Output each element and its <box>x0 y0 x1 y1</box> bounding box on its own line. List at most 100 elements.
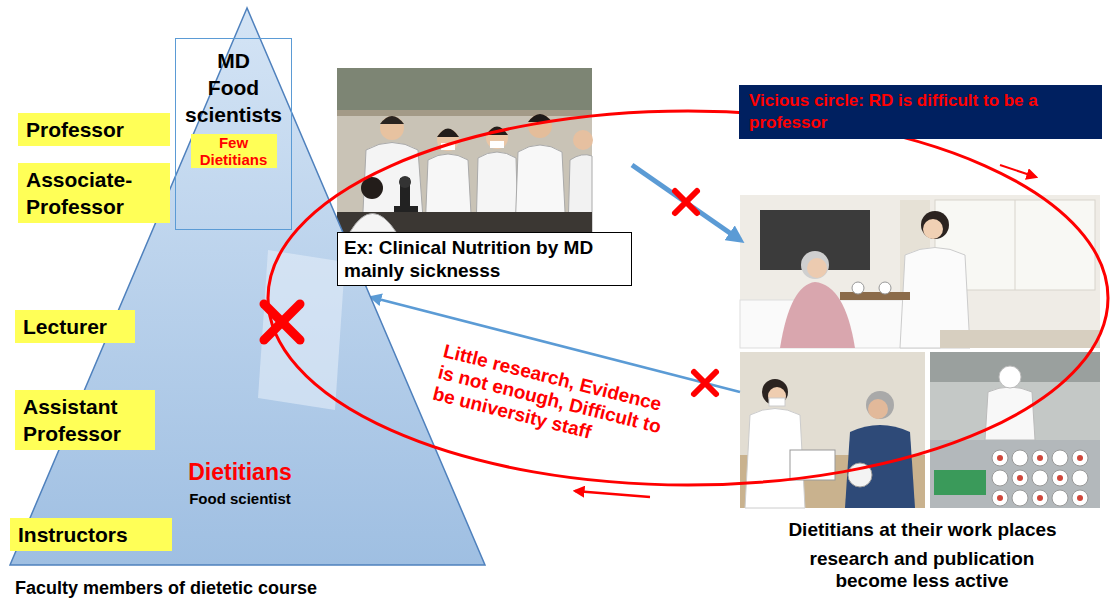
kitchen-photo-part-part <box>1072 450 1088 466</box>
pyramid-shape: DietitiansFood scientistFaculty members … <box>10 8 485 565</box>
kitchen-photo-part-part <box>1077 455 1083 461</box>
kitchen-photo-part-part <box>1072 470 1088 486</box>
node-text: Faculty members of dietetic course <box>15 578 475 598</box>
rank-label: Associate-Professor <box>18 163 170 223</box>
pyramid-outline-part-part <box>264 304 300 340</box>
edge-label: Little research, Evidence is not enough,… <box>430 340 669 460</box>
counselling-photo-part <box>866 391 894 419</box>
kitchen-photo-part-part <box>1012 470 1028 486</box>
kitchen-photo-part-part <box>1052 470 1068 486</box>
kitchen-photo-part-part <box>1037 455 1043 461</box>
students-photo-part <box>337 110 592 116</box>
photo-space <box>337 68 632 232</box>
node-text: Vicious circle: RD is difficult to be a … <box>749 90 1092 134</box>
pyramid-outline-part-part-part <box>264 304 300 340</box>
pyramid-outline-part-part-part <box>675 191 697 213</box>
students-photo-part <box>380 116 404 140</box>
kitchen-photo-part-part <box>1072 490 1088 506</box>
rank-label: Lecturer <box>15 310 135 343</box>
bedside-photo <box>740 195 1100 348</box>
counselling-photo <box>740 352 925 508</box>
text-slot: Dietitians at their work places <box>740 518 1105 541</box>
photo-group: Dietitians at their work places research … <box>740 195 1105 600</box>
bedside-photo-part <box>1015 200 1016 290</box>
students-photo-part <box>380 116 404 124</box>
counselling-photo-part <box>768 387 786 405</box>
kitchen-photo-part-part <box>997 495 1003 501</box>
kitchen-photo-part-part <box>1032 470 1048 486</box>
kitchen-photo-part-part <box>1012 450 1028 466</box>
pyramid-outline-part-part <box>694 372 716 394</box>
students-photo-part <box>337 68 592 232</box>
pyramid-outline-part <box>10 8 1108 565</box>
students-photo-part <box>399 176 411 188</box>
counselling-photo-part <box>868 399 888 419</box>
students-photo-part <box>490 141 504 148</box>
bedside-photo-part <box>852 282 864 294</box>
node-text: Dietitians <box>165 458 315 486</box>
node-text: Few Dietitians <box>191 134 277 168</box>
students-photo-part <box>350 214 396 233</box>
text-slot: Dietitians <box>165 458 315 486</box>
kitchen-photo-part-part <box>1032 490 1048 506</box>
edge-label-slot: Little research, Evidence is not enough,… <box>430 340 669 460</box>
kitchen-photo-part-part <box>1017 475 1023 481</box>
node-text: research and publication become less act… <box>782 548 1062 592</box>
bedside-photo-part <box>780 282 855 348</box>
kitchen-photo-part-part <box>1012 490 1028 506</box>
students-photo-part <box>528 114 552 138</box>
node-text: Ex: Clinical Nutrition by MD mainly sick… <box>344 236 625 282</box>
counselling-photo-part <box>769 398 785 406</box>
kitchen-photo <box>930 352 1100 508</box>
kitchen-photo-part <box>930 440 1100 508</box>
node-text: Dietitians at their work places <box>740 518 1105 541</box>
bedside-photo-part <box>840 292 910 300</box>
node-text: Lecturer <box>23 313 127 340</box>
node-text: Food scientist <box>165 490 315 508</box>
kitchen-photo-part <box>997 455 1083 501</box>
students-photo-part <box>337 68 592 110</box>
students-photo-part <box>573 130 593 150</box>
kitchen-photo-part <box>999 366 1021 388</box>
pyramid-outline-part-part-part <box>675 191 697 213</box>
students-photo-part <box>394 206 418 212</box>
text-slot: research and publication become less act… <box>782 548 1062 592</box>
kitchen-photo-part-part <box>992 490 1008 506</box>
pyramid-outline-part-part-part <box>264 304 300 340</box>
kitchen-photo-part <box>985 387 1035 440</box>
photo-caption: Ex: Clinical Nutrition by MD mainly sick… <box>337 68 632 286</box>
bedside-photo-part <box>740 195 1100 348</box>
text-slot: Food scientist <box>165 490 315 508</box>
kitchen-photo-part-part <box>1037 495 1043 501</box>
pyramid-outline-part-part <box>268 111 1108 485</box>
node-text: Assistant Professor <box>23 393 147 447</box>
node-text: MD Food scientists <box>180 47 287 128</box>
students-photo-part <box>337 212 592 232</box>
pyramid-outline-part-part-part <box>694 372 716 394</box>
connector-arrow <box>632 165 740 240</box>
students-photo <box>337 68 593 232</box>
callout-box: Vicious circle: RD is difficult to be a … <box>739 85 1102 139</box>
kitchen-photo-part <box>992 450 1088 506</box>
bedside-photo-part <box>801 251 829 279</box>
kitchen-photo-part-part <box>1052 490 1068 506</box>
pyramid-outline-part-part <box>1000 165 1036 177</box>
node-text: Associate-Professor <box>26 166 162 220</box>
bedside-photo-part <box>923 219 943 239</box>
bedside-photo-part <box>807 258 827 278</box>
kitchen-photo-part-part <box>1032 450 1048 466</box>
counselling-photo-part <box>740 352 925 508</box>
kitchen-photo-part <box>930 352 1100 508</box>
students-photo-part <box>437 129 459 138</box>
faculty-box: MD Food scientistsFew Dietitians <box>175 38 292 230</box>
pyramid-outline-part-part <box>575 491 650 497</box>
pyramid-outline-part-part-part <box>694 372 716 394</box>
node-text: Professor <box>26 116 162 143</box>
rank-label: Assistant Professor <box>15 390 155 450</box>
text-slot: Faculty members of dietetic course <box>15 578 475 598</box>
kitchen-photo-part-part <box>1057 475 1063 481</box>
rank-label: Instructors <box>10 518 172 551</box>
bedside-photo-part <box>921 211 949 239</box>
caption-box: Ex: Clinical Nutrition by MD mainly sick… <box>337 232 632 286</box>
